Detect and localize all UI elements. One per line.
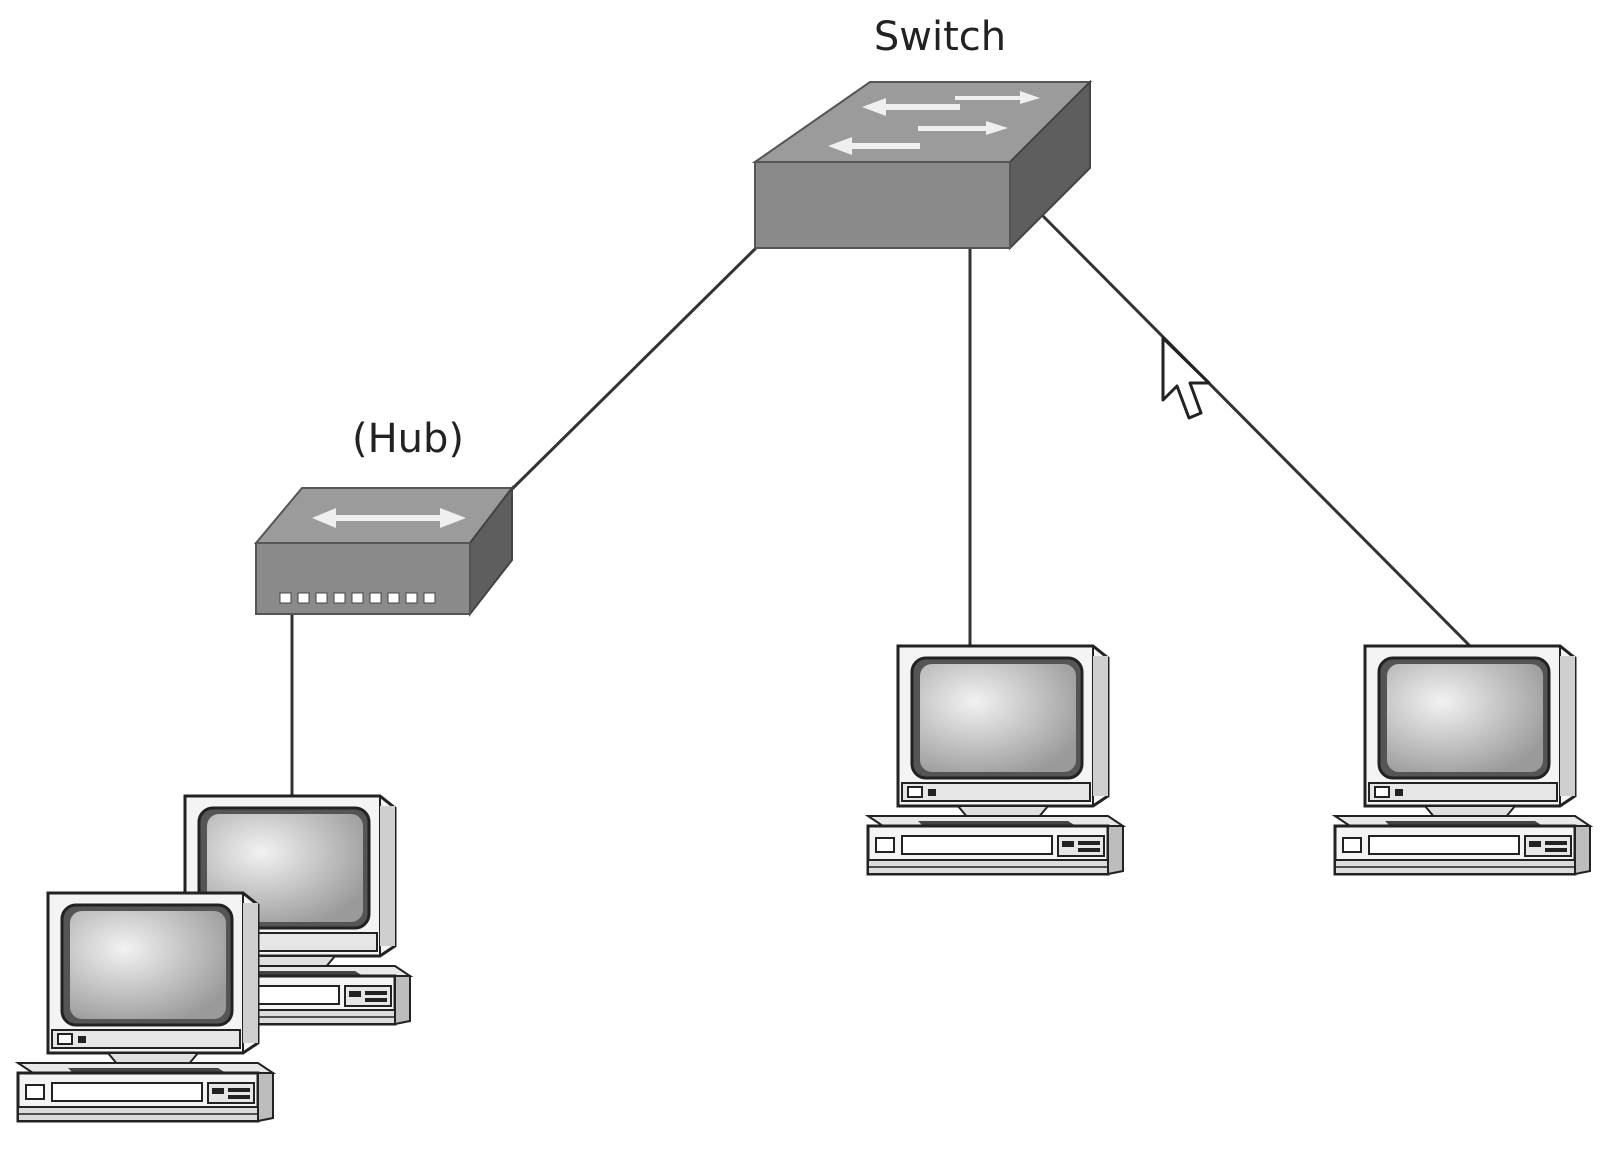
network-hub-icon [253,485,515,617]
desktop-computer-icon-right [1333,644,1592,876]
switch-label: Switch [874,14,1006,60]
network-switch-icon [751,79,1093,251]
link-switch-pc-right [1033,206,1472,648]
desktop-computer-icon-middle [866,644,1125,876]
desktop-computer-icon-hub-front [16,891,275,1123]
mouse-pointer-icon [1161,336,1211,420]
hub-label: (Hub) [352,416,464,462]
link-switch-hub [503,244,760,498]
